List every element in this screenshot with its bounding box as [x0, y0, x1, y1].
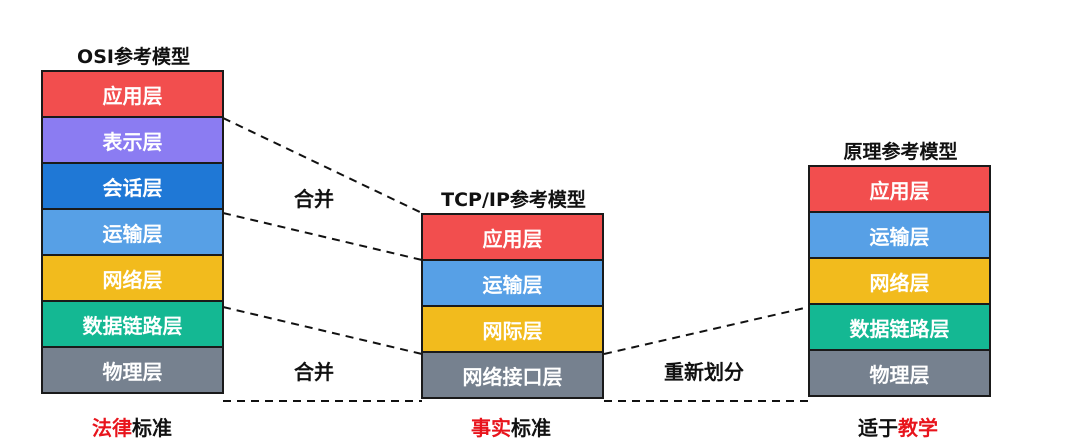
osi-stack: 应用层表示层会话层运输层网络层数据链路层物理层 [41, 70, 224, 394]
osi-layer-5: 数据链路层 [41, 300, 224, 346]
connector-osi-network-to-tcp-netif-top [222, 306, 423, 355]
osi-layer-1: 表示层 [41, 116, 224, 162]
principle-caption-red: 教学 [898, 416, 938, 440]
osi-layer-2: 会话层 [41, 162, 224, 208]
principle-layer-0: 应用层 [808, 165, 991, 211]
merge-top-label: 合并 [294, 187, 334, 211]
tcpip-layer-1: 运输层 [421, 259, 604, 305]
osi-layer-3: 运输层 [41, 208, 224, 254]
tcpip-layer-0: 应用层 [421, 213, 604, 259]
principle-layer-4: 物理层 [808, 349, 991, 397]
osi-caption-black: 标准 [132, 416, 172, 440]
osi-title: OSI参考模型 [77, 46, 190, 68]
repartition-label: 重新划分 [664, 360, 744, 384]
osi-caption: 法律标准 [92, 412, 172, 441]
connector-tcp-netif-to-principle-datalink [603, 306, 810, 355]
tcpip-caption: 事实标准 [471, 412, 551, 441]
principle-title: 原理参考模型 [843, 141, 958, 163]
principle-layer-2: 网络层 [808, 257, 991, 303]
osi-caption-red: 法律 [92, 416, 132, 440]
principle-layer-1: 运输层 [808, 211, 991, 257]
tcpip-stack: 应用层运输层网际层网络接口层 [421, 213, 604, 399]
osi-layer-0: 应用层 [41, 70, 224, 116]
osi-layer-4: 网络层 [41, 254, 224, 300]
tcpip-layer-2: 网际层 [421, 305, 604, 351]
principle-stack: 应用层运输层网络层数据链路层物理层 [808, 165, 991, 397]
tcpip-layer-3: 网络接口层 [421, 351, 604, 399]
connector-osi-session-to-tcp-app-bottom [222, 212, 423, 261]
tcpip-title: TCP/IP参考模型 [441, 189, 586, 211]
principle-caption: 适于教学 [858, 412, 938, 441]
principle-caption-black: 适于 [858, 416, 898, 440]
connector-osi-app-to-tcp-app-top [222, 117, 423, 214]
principle-layer-3: 数据链路层 [808, 303, 991, 349]
tcpip-caption-red: 事实 [471, 416, 511, 440]
osi-layer-6: 物理层 [41, 346, 224, 394]
tcpip-caption-black: 标准 [511, 416, 551, 440]
merge-bottom-label: 合并 [294, 360, 334, 384]
